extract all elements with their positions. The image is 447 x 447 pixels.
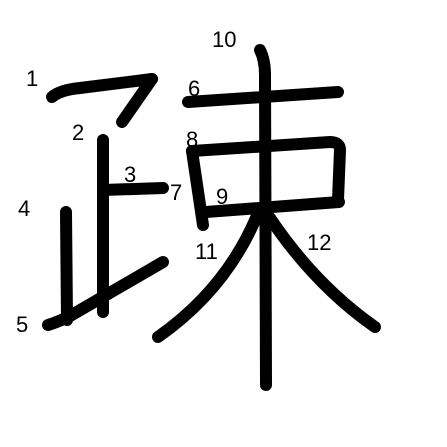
stroke-3 — [97, 182, 169, 196]
stroke-11 — [152, 212, 262, 343]
stroke-number-6: 6 — [188, 76, 200, 101]
stroke-number-2: 2 — [72, 120, 84, 145]
stroke-number-9: 9 — [216, 184, 228, 209]
stroke-number-7: 7 — [170, 180, 182, 205]
stroke-9 — [186, 136, 346, 206]
stroke-number-8: 8 — [186, 127, 198, 152]
stroke-number-10: 10 — [212, 27, 236, 52]
stroke-10 — [254, 44, 272, 391]
stroke-number-3: 3 — [124, 162, 136, 187]
stroke-4 — [60, 206, 73, 326]
stroke-1 — [46, 73, 158, 103]
stroke-number-4: 4 — [18, 196, 30, 221]
stroke-number-11: 11 — [195, 239, 218, 264]
stroke-9b — [200, 196, 345, 218]
stroke-2 — [116, 73, 158, 128]
stroke-number-5: 5 — [16, 312, 28, 337]
stroke-12 — [264, 212, 381, 333]
stroke-numbers: 1 2 3 4 5 6 7 8 9 10 11 12 — [16, 27, 331, 337]
stroke-number-1: 1 — [26, 66, 38, 91]
stroke-number-12: 12 — [307, 230, 331, 255]
stroke-5 — [42, 256, 169, 331]
strokes — [42, 44, 381, 391]
